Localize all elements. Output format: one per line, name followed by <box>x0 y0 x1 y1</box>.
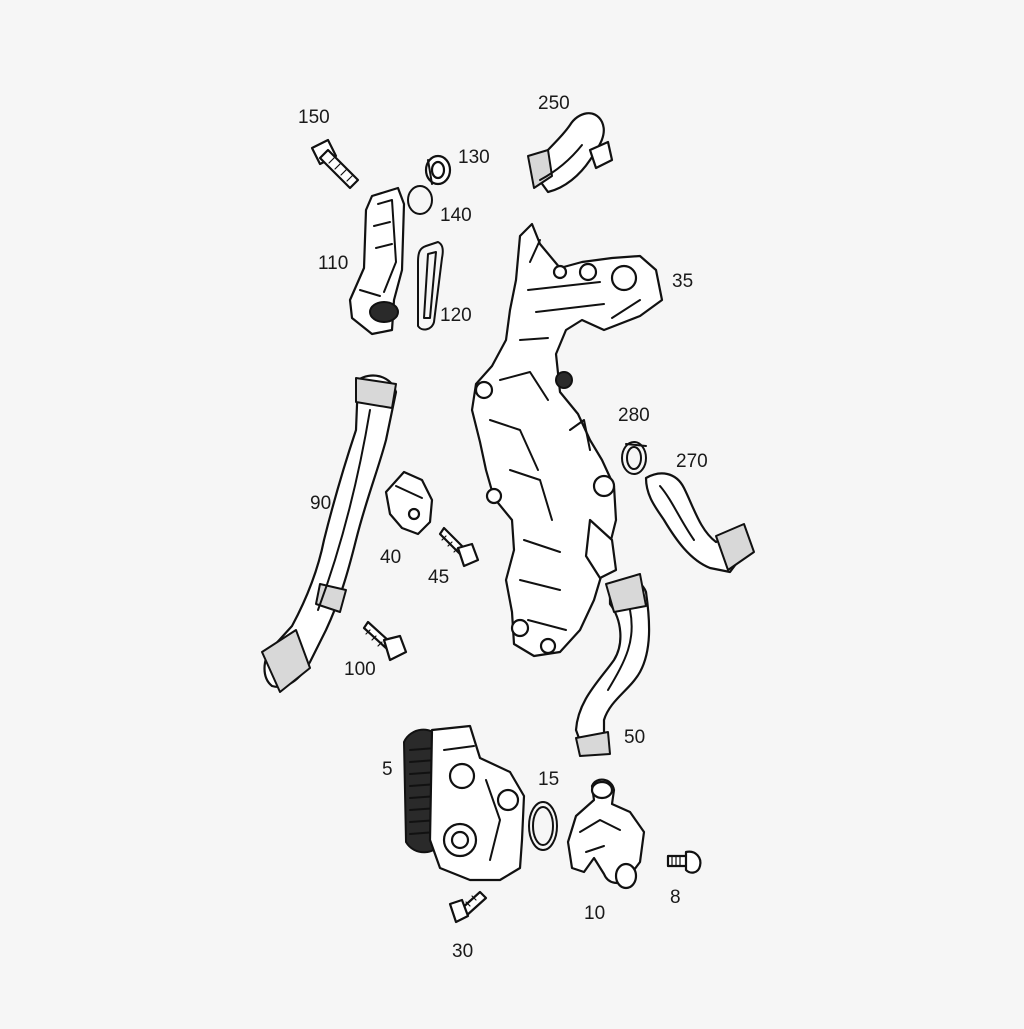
callout-30: 30 <box>452 941 474 962</box>
callout-5: 5 <box>382 759 393 780</box>
part-50-hose <box>574 573 651 757</box>
part-30-bolt <box>448 890 488 924</box>
callout-50: 50 <box>624 727 646 748</box>
part-140-oring <box>407 185 433 215</box>
callout-90: 90 <box>310 493 332 514</box>
callout-45: 45 <box>428 567 450 588</box>
part-110-housing <box>348 186 406 336</box>
part-120-gasket <box>417 241 444 331</box>
part-270-hose <box>644 472 755 574</box>
part-15-oring <box>528 801 558 851</box>
part-100-bolt <box>362 620 408 662</box>
callout-150: 150 <box>298 107 330 128</box>
part-35-housing <box>470 222 664 658</box>
part-10-thermostat <box>566 778 646 890</box>
callout-10: 10 <box>584 903 606 924</box>
part-90-hose <box>261 374 398 693</box>
callout-8: 8 <box>670 887 681 908</box>
part-5-water-pump <box>402 724 526 882</box>
callout-130: 130 <box>458 147 490 168</box>
part-8-bolt <box>666 850 702 874</box>
callout-250: 250 <box>538 93 570 114</box>
callout-40: 40 <box>380 547 402 568</box>
callout-140: 140 <box>440 205 472 226</box>
part-250-hose <box>527 112 614 194</box>
part-45-bolt <box>438 526 480 568</box>
callout-35: 35 <box>672 271 694 292</box>
part-280-clamp <box>621 441 647 475</box>
callout-120: 120 <box>440 305 472 326</box>
callout-110: 110 <box>318 253 349 274</box>
callout-280: 280 <box>618 405 650 426</box>
callout-15: 15 <box>538 769 560 790</box>
part-130-plug <box>424 154 452 186</box>
callout-100: 100 <box>344 659 376 680</box>
callout-270: 270 <box>676 451 708 472</box>
part-40-bracket <box>384 470 434 536</box>
part-150-bolt <box>310 138 360 190</box>
